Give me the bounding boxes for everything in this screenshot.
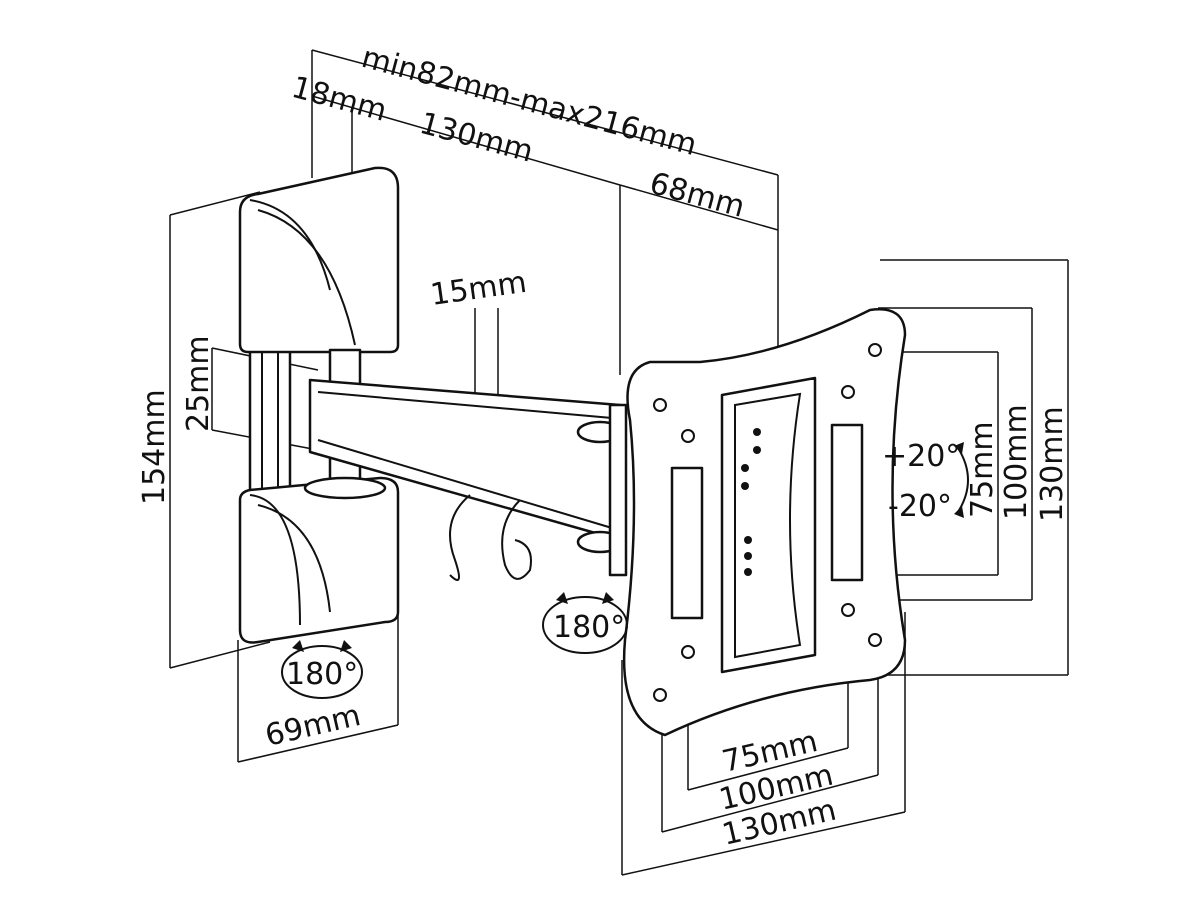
label-vesa-v-large: 130mm [1035, 406, 1070, 522]
vesa-plate [622, 308, 907, 737]
label-wall-rotation: 180° [286, 657, 358, 692]
dimension-lines [169, 49, 1069, 876]
label-wall-depth: 18mm [288, 70, 390, 129]
label-arm-rotation: 180° [553, 610, 625, 645]
arm [308, 378, 622, 581]
wall-plate [238, 166, 400, 644]
tilt-joint [576, 403, 628, 577]
label-vesa-v-small: 75mm [965, 421, 1000, 518]
label-vesa-v-medium: 100mm [999, 404, 1034, 520]
dimension-labels: min82mm-max216mm 18mm 130mm 68mm 15mm 25… [137, 40, 1070, 853]
rotation-arrows [281, 442, 969, 699]
label-arm-height: 25mm [181, 335, 216, 432]
label-pivot-offset: 68mm [646, 166, 748, 225]
label-wall-plate-height: 154mm [137, 389, 172, 505]
label-tilt-up: +20° [882, 439, 960, 474]
label-arm-width: 15mm [428, 265, 529, 313]
label-tilt-down: -20° [888, 489, 952, 524]
